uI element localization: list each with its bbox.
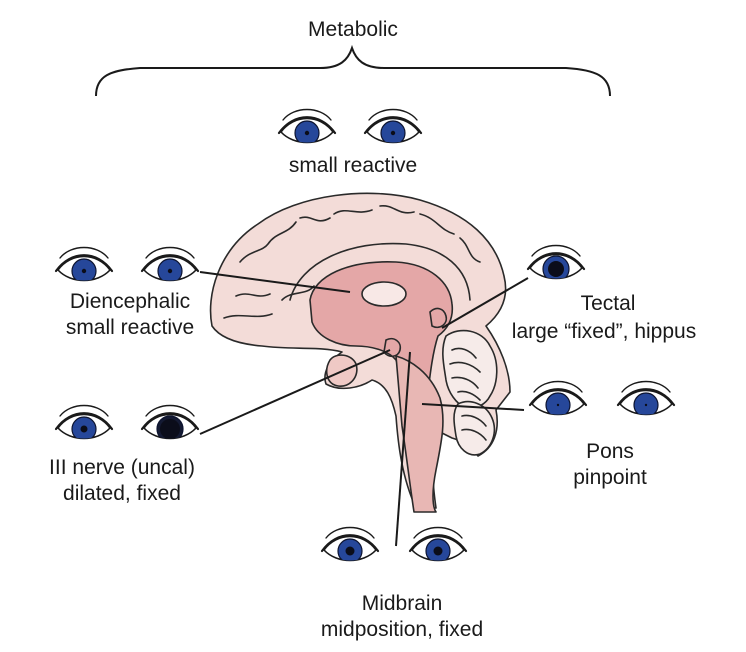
third-nerve-pupil-label: dilated, fixed xyxy=(63,482,181,505)
pupil xyxy=(304,130,310,136)
pons-leader xyxy=(421,403,525,411)
pupil xyxy=(81,268,87,274)
third-nerve-label: III nerve (uncal) xyxy=(49,456,195,479)
third-nerve-eye-icon xyxy=(140,404,200,440)
diencephalic-pupil-label: small reactive xyxy=(66,316,194,339)
pons-label: Pons xyxy=(586,440,634,463)
medulla-folia-lines xyxy=(461,414,487,441)
brain-section xyxy=(209,192,511,513)
pons-eye-icon xyxy=(616,380,676,416)
pupil xyxy=(433,546,443,556)
pupil xyxy=(556,403,560,407)
pupil xyxy=(644,403,648,407)
diencephalic-label: Diencephalic xyxy=(70,290,190,313)
pons-eye-icon xyxy=(528,380,588,416)
pupil xyxy=(160,419,180,439)
pupil xyxy=(167,268,173,274)
gyrus-lines xyxy=(223,205,481,319)
metabolic-brace xyxy=(95,44,611,97)
midbrain-pupil-label: midposition, fixed xyxy=(321,618,483,641)
diencephalic-eye-icon xyxy=(54,246,114,282)
pons-pupil-label: pinpoint xyxy=(573,466,647,489)
diencephalic-leader xyxy=(199,271,351,293)
midbrain-eye-icon xyxy=(408,526,468,562)
metabolic-pupil-label: small reactive xyxy=(289,154,417,177)
tectal-eye-icon xyxy=(526,244,586,280)
metabolic-eye-icon xyxy=(277,108,337,144)
pupil xyxy=(345,546,355,556)
metabolic-eye-icon xyxy=(363,108,423,144)
corpus-callosum xyxy=(289,242,471,301)
midbrain-leader xyxy=(395,351,411,547)
third-nerve-leader xyxy=(199,349,391,435)
pupil xyxy=(548,261,564,277)
pupil xyxy=(390,130,396,136)
diencephalic-eye-icon xyxy=(140,246,200,282)
tectal-label: Tectal xyxy=(581,292,636,315)
tectal-leader xyxy=(441,277,529,329)
thalamus xyxy=(361,281,407,307)
midbrain-label: Midbrain xyxy=(362,592,443,615)
metabolic-label: Metabolic xyxy=(308,18,398,41)
third-nerve-eye-icon xyxy=(54,404,114,440)
cerebellum-folia xyxy=(449,347,481,401)
midbrain-eye-icon xyxy=(320,526,380,562)
eyes-layer xyxy=(54,108,676,562)
tectal-pupil-label: large “fixed”, hippus xyxy=(512,320,696,343)
tectum xyxy=(429,307,448,329)
pupil xyxy=(80,425,88,433)
third-nerve-mark xyxy=(383,337,402,358)
